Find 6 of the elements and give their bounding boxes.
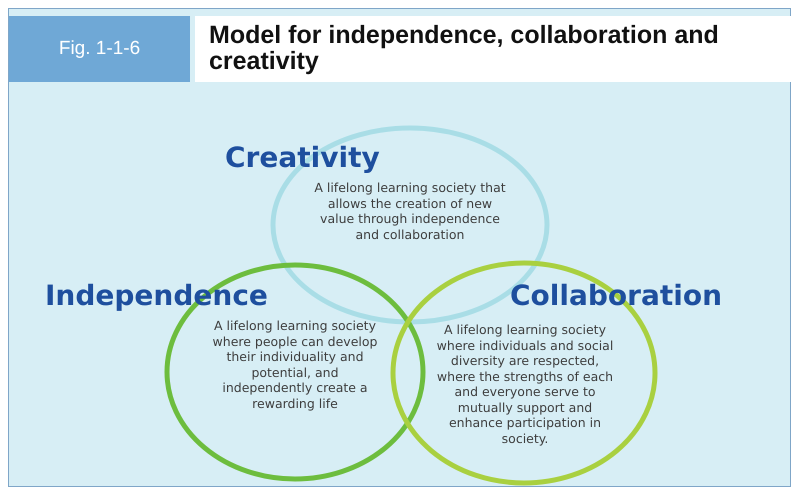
figure-number: Fig. 1-1-6 <box>9 16 190 82</box>
circle-description: A lifelong learning society that allows the creation of new value through independence and collaboration <box>313 180 507 242</box>
circle-description: A lifelong learning society where individuals and social diversity are respected, where the strengths of each and everyone serve to mutually support and enhance participation in society. <box>436 322 614 446</box>
circle-description: A lifelong learning society where people can develop their individuality and potential, and independently create a rewarding life <box>212 318 378 411</box>
circle-heading: Creativity <box>225 142 380 174</box>
title: Model for independence, collaboration and creativity <box>195 16 791 82</box>
